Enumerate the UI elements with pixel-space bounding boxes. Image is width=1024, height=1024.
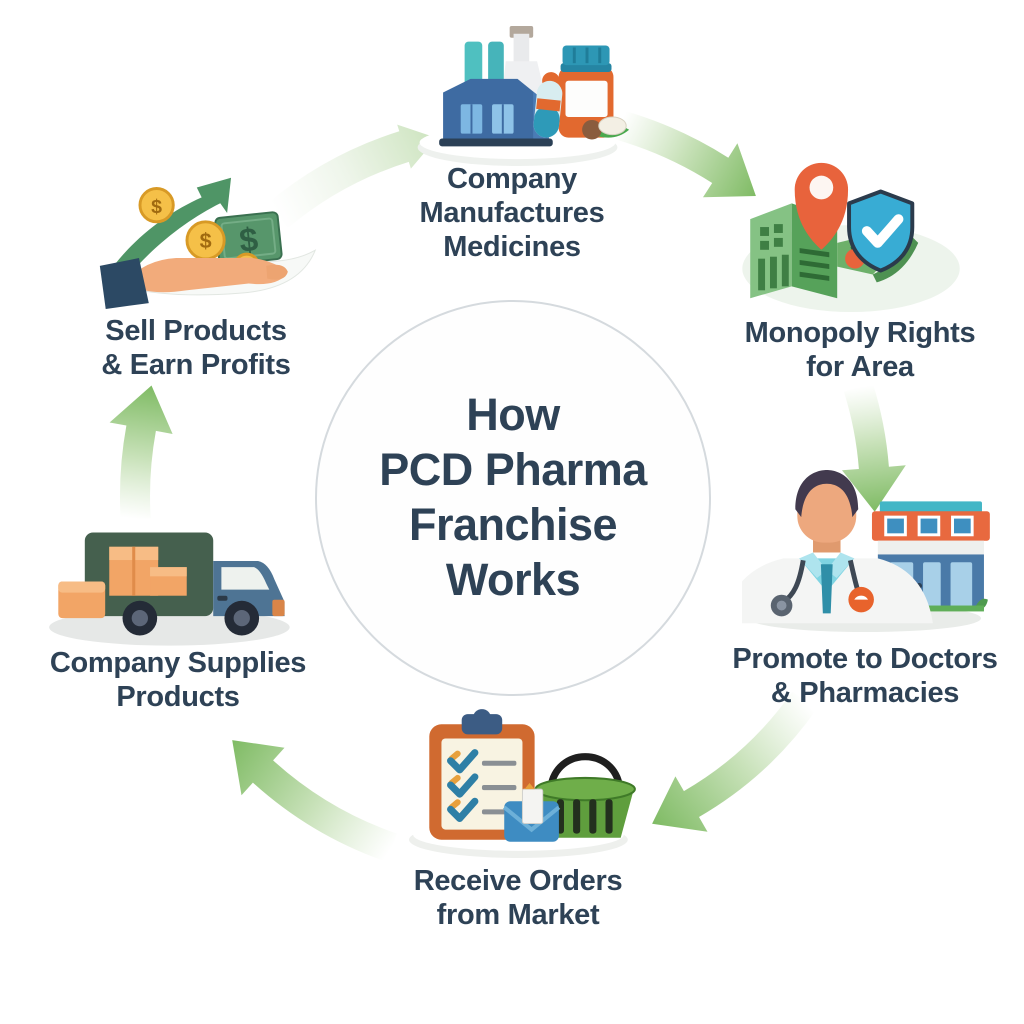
arrow-manufacture-to-monopoly — [615, 110, 756, 198]
stethoscope-icon — [770, 559, 874, 617]
clipboard-basket-icon — [409, 709, 636, 858]
center-circle: How PCD Pharma Franchise Works — [315, 300, 711, 696]
diagram-title: How PCD Pharma Franchise Works — [379, 389, 647, 605]
step-manufacture — [400, 20, 635, 172]
arrow-promote-to-orders — [652, 691, 817, 832]
arrow-orders-to-supply — [232, 740, 397, 862]
step-label-promote: Promote to Doctors & Pharmacies — [732, 643, 998, 710]
step-supply — [42, 518, 307, 656]
step-label-supply: Company Supplies Products — [49, 647, 307, 714]
coins-icon: $ $ $ — [138, 187, 260, 280]
doctor-pharmacy-icon — [722, 469, 990, 633]
step-label-monopoly: Monopoly Rights for Area — [744, 317, 976, 384]
order-clipboard-icon — [429, 709, 535, 840]
svg-text:$: $ — [151, 196, 162, 218]
arrow-supply-to-sell — [109, 385, 173, 520]
factory-medicines-icon — [417, 25, 630, 166]
arrow-monopoly-to-promote — [842, 382, 906, 512]
svg-text:$: $ — [238, 221, 261, 260]
arrow-sell-to-manufacture — [267, 124, 437, 228]
hand-money-icon: $ $ $ $ — [99, 177, 317, 309]
step-orders — [398, 702, 653, 867]
hand-icon — [99, 257, 288, 309]
step-label-manufacture: Company Manufactures Medicines — [419, 163, 605, 264]
location-pin-icon — [794, 162, 849, 250]
step-label-sell: Sell Products & Earn Profits — [101, 315, 291, 382]
growth-arrow-icon — [107, 177, 232, 278]
svg-text:$: $ — [200, 229, 212, 253]
capsule-icon — [533, 72, 563, 138]
market-basket-icon — [534, 753, 636, 838]
package-icon — [502, 783, 561, 842]
truck-icon — [58, 532, 285, 636]
step-sell: $ $ $ $ — [92, 158, 327, 320]
delivery-truck-icon — [49, 532, 290, 646]
medicine-bottle-icon — [558, 45, 614, 138]
map-shield-icon — [742, 162, 960, 313]
pills-icon — [582, 116, 630, 140]
doctor-icon — [722, 469, 933, 624]
shield-check-icon — [847, 189, 915, 273]
step-monopoly — [733, 148, 973, 321]
step-promote — [722, 468, 998, 640]
step-label-orders: Receive Orders from Market — [413, 865, 623, 932]
